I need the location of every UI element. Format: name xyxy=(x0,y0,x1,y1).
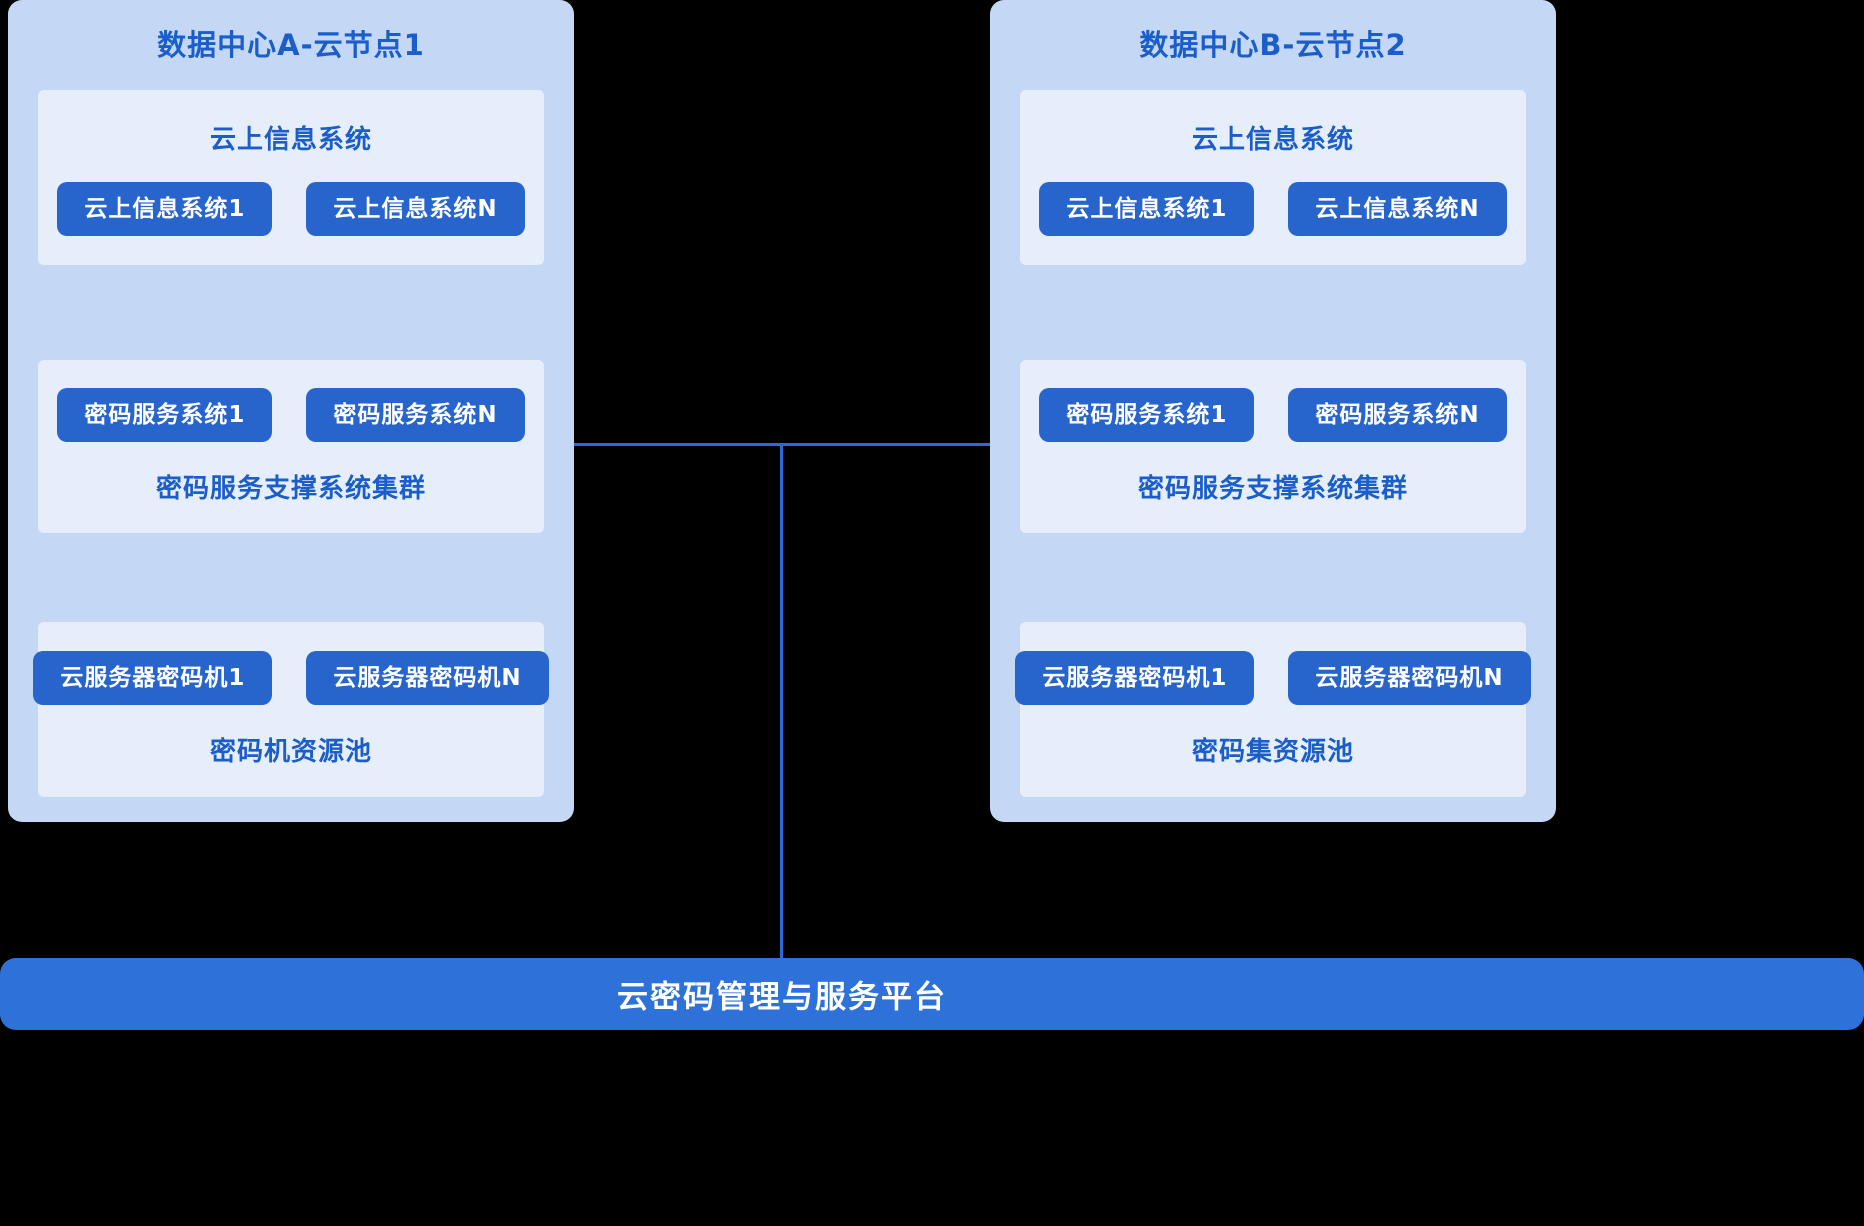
platform-bar: 云密码管理与服务平台 xyxy=(0,958,1864,1030)
section-cloud-info-systems-a: 云上信息系统 云上信息系统1 云上信息系统N xyxy=(38,90,544,265)
section-crypto-service-cluster-a: 密码服务系统1 密码服务系统N 密码服务支撑系统集群 xyxy=(38,360,544,533)
node-crypto-service-system-n-a: 密码服务系统N xyxy=(306,388,525,442)
section-hsm-resource-pool-a: 云服务器密码机1 云服务器密码机N 密码机资源池 xyxy=(33,622,549,797)
node-crypto-service-system-n-b: 密码服务系统N xyxy=(1288,388,1507,442)
section-title-crypto-service-cluster-a: 密码服务支撑系统集群 xyxy=(155,474,426,504)
node-crypto-service-system-1-a: 密码服务系统1 xyxy=(57,388,273,442)
node-cloud-hsm-n-a: 云服务器密码机N xyxy=(306,651,549,705)
section-crypto-service-cluster-b: 密码服务系统1 密码服务系统N 密码服务支撑系统集群 xyxy=(1020,360,1526,533)
node-row: 云上信息系统1 云上信息系统N xyxy=(1039,182,1507,236)
panel-title-datacenter-a: 数据中心A-云节点1 xyxy=(157,28,425,62)
panel-datacenter-a: 数据中心A-云节点1 云上信息系统 云上信息系统1 云上信息系统N 密码服务系统… xyxy=(8,0,574,822)
node-cloud-hsm-n-b: 云服务器密码机N xyxy=(1288,651,1531,705)
node-cloud-hsm-1-a: 云服务器密码机1 xyxy=(33,651,273,705)
node-cloud-info-system-1-a: 云上信息系统1 xyxy=(57,182,273,236)
section-title-hsm-resource-pool-a: 密码机资源池 xyxy=(209,737,372,767)
node-row: 密码服务系统1 密码服务系统N xyxy=(1039,388,1507,442)
node-row: 云服务器密码机1 云服务器密码机N xyxy=(33,651,549,705)
node-row: 密码服务系统1 密码服务系统N xyxy=(57,388,525,442)
node-cloud-info-system-n-a: 云上信息系统N xyxy=(306,182,525,236)
section-title-cloud-info-systems-b: 云上信息系统 xyxy=(1191,125,1354,155)
section-cloud-info-systems-b: 云上信息系统 云上信息系统1 云上信息系统N xyxy=(1020,90,1526,265)
section-title-cloud-info-systems-a: 云上信息系统 xyxy=(209,125,372,155)
panel-datacenter-b: 数据中心B-云节点2 云上信息系统 云上信息系统1 云上信息系统N 密码服务系统… xyxy=(990,0,1556,822)
node-crypto-service-system-1-b: 密码服务系统1 xyxy=(1039,388,1255,442)
node-cloud-info-system-1-b: 云上信息系统1 xyxy=(1039,182,1255,236)
section-title-crypto-service-cluster-b: 密码服务支撑系统集群 xyxy=(1137,474,1408,504)
node-cloud-info-system-n-b: 云上信息系统N xyxy=(1288,182,1507,236)
node-cloud-hsm-1-b: 云服务器密码机1 xyxy=(1015,651,1255,705)
connector-to-platform xyxy=(780,443,783,958)
section-hsm-resource-pool-b: 云服务器密码机1 云服务器密码机N 密码集资源池 xyxy=(1015,622,1531,797)
node-row: 云服务器密码机1 云服务器密码机N xyxy=(1015,651,1531,705)
node-row: 云上信息系统1 云上信息系统N xyxy=(57,182,525,236)
platform-label: 云密码管理与服务平台 xyxy=(617,979,947,1016)
section-title-hsm-resource-pool-b: 密码集资源池 xyxy=(1191,737,1354,767)
panel-title-datacenter-b: 数据中心B-云节点2 xyxy=(1139,28,1407,62)
